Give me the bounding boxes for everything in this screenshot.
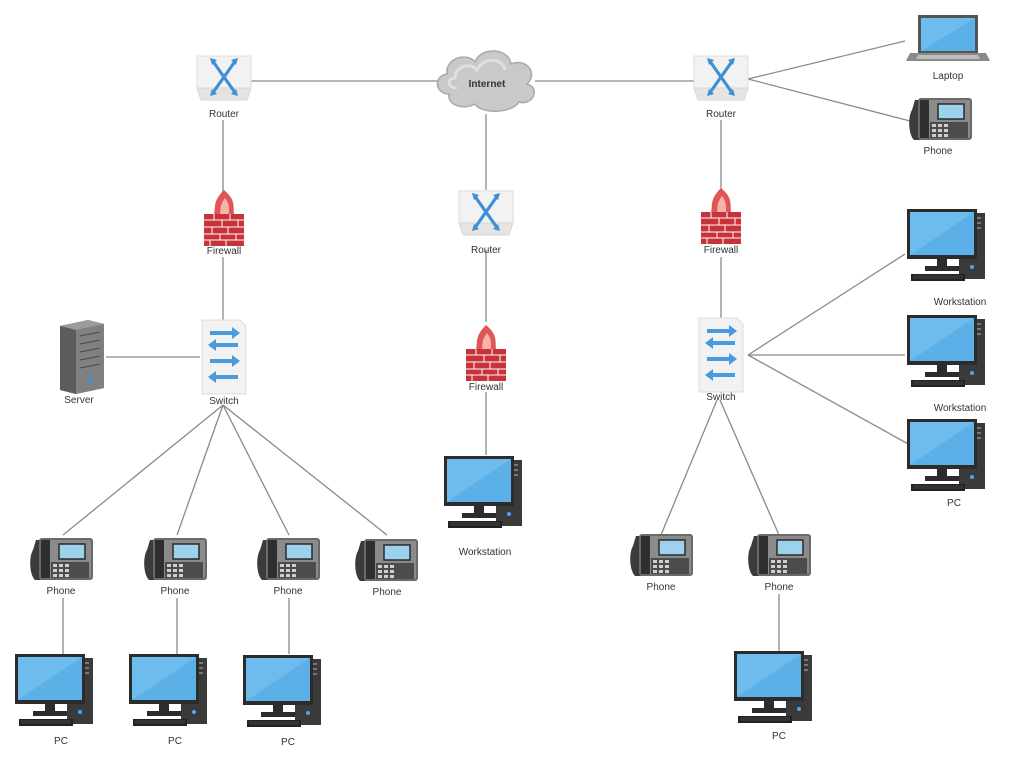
phone-left-1-icon [29,537,94,581]
pc-left-3-label: PC [281,737,295,748]
router-left-label: Router [209,109,240,120]
pc-left-3-icon [242,654,322,728]
switch-right-label: Switch [706,392,735,403]
pc-right-bottom-label: PC [772,731,786,742]
pc-right-top-icon [906,418,986,492]
router-left-icon [195,54,253,102]
server-icon [59,319,105,395]
pc-left-2-label: PC [168,736,182,747]
internet-label: Internet [469,79,506,90]
router-center-label: Router [471,245,502,256]
phone-right-2-icon [747,533,812,577]
connection-lines [62,40,911,654]
phone-left-4-label: Phone [373,587,402,598]
workstation-right-2-icon [906,314,986,388]
phone-left-3-label: Phone [274,586,303,597]
phone-left-1-label: Phone [47,586,76,597]
laptop-icon [906,15,990,61]
switch-left-icon [201,319,247,395]
internet-cloud-icon: Internet [435,49,536,113]
workstation-right-2-label: Workstation [934,403,987,414]
phone-left-2-label: Phone [161,586,190,597]
phone-left-3-icon [256,537,321,581]
phone-top-right-icon [908,97,973,141]
phone-right-2-label: Phone [765,582,794,593]
pc-right-top-label: PC [947,498,961,509]
phone-left-2-icon [143,537,208,581]
workstation-right-1-icon [906,208,986,282]
firewall-center-icon [465,324,507,382]
router-center-icon [457,189,515,237]
switch-right-icon [698,317,744,393]
pc-left-1-icon [14,653,94,727]
laptop-label: Laptop [933,71,964,82]
switch-left-label: Switch [209,396,238,407]
phone-top-right-label: Phone [924,146,953,157]
workstation-center-icon [443,455,523,529]
firewall-center-label: Firewall [469,382,503,393]
firewall-right-label: Firewall [704,245,738,256]
workstation-right-1-label: Workstation [934,297,987,308]
server-label: Server [64,395,94,406]
firewall-right-icon [700,187,742,245]
router-right-label: Router [706,109,737,120]
phone-left-4-icon [354,538,419,582]
firewall-left-icon [203,189,245,247]
phone-right-1-icon [629,533,694,577]
pc-left-1-label: PC [54,736,68,747]
pc-right-bottom-icon [733,650,813,724]
workstation-center-label: Workstation [459,547,512,558]
firewall-left-label: Firewall [207,246,241,257]
phone-right-1-label: Phone [647,582,676,593]
pc-left-2-icon [128,653,208,727]
router-right-icon [692,54,750,102]
